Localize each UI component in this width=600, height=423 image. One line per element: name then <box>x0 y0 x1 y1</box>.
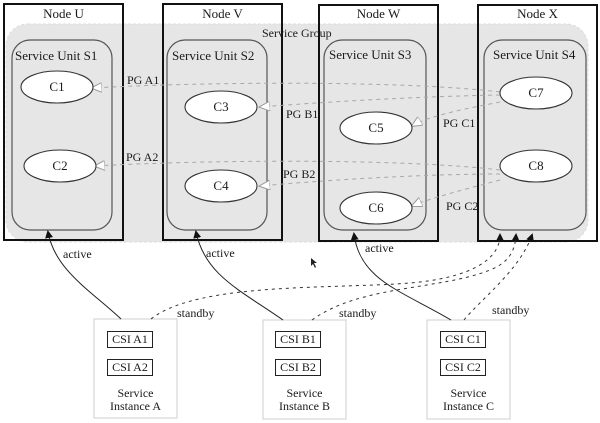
service-unit-s2-box <box>166 39 268 231</box>
component-c5-label: C5 <box>368 120 384 135</box>
csi-b2[interactable]: CSI B2 <box>275 359 321 376</box>
service-unit-s2-label: Service Unit S2 <box>172 48 255 63</box>
pg-a2-label: PG A2 <box>126 150 159 164</box>
mouse-cursor-icon <box>311 258 317 268</box>
node-x-label: Node X <box>517 6 558 21</box>
standby-arrow-a <box>150 233 504 320</box>
component-c1[interactable] <box>20 70 94 104</box>
active-arrow-c <box>350 232 452 321</box>
pg-a1-line <box>92 83 501 92</box>
standby-label-a: standby <box>177 306 215 320</box>
pg-c1-line <box>412 101 501 126</box>
service-group-label: Service Group <box>262 26 332 40</box>
pg-c2-line <box>412 179 501 206</box>
csi-b1[interactable]: CSI B1 <box>275 331 321 348</box>
pg-a1-label: PG A1 <box>127 73 160 87</box>
service-instance-c-title-1: Service <box>450 386 487 400</box>
service-instance-c-title-2: Instance C <box>443 399 494 413</box>
node-v-label: Node V <box>202 6 243 21</box>
component-c2[interactable] <box>23 149 97 183</box>
service-instance-a-title-2: Instance A <box>110 399 161 413</box>
service-unit-s3-box <box>323 39 427 231</box>
pg-b1-label: PG B1 <box>286 107 319 121</box>
component-c7[interactable] <box>499 76 573 110</box>
node-w-label: Node W <box>356 6 401 21</box>
service-unit-s4-label: Service Unit S4 <box>493 47 576 62</box>
standby-arrow-c <box>463 233 534 321</box>
active-arrow-b <box>193 230 284 321</box>
service-unit-s4-box <box>483 39 587 231</box>
standby-label-c: standby <box>492 303 530 317</box>
component-c4[interactable] <box>184 169 258 203</box>
component-c6-label: C6 <box>368 200 384 215</box>
component-c7-label: C7 <box>528 85 544 100</box>
pg-a2-line <box>95 161 501 170</box>
component-c2-label: C2 <box>52 158 68 173</box>
service-instance-a-title-1: Service <box>117 386 154 400</box>
service-unit-s3-label: Service Unit S3 <box>329 47 412 62</box>
pg-c2-label: PG C2 <box>446 199 479 213</box>
csi-c2[interactable]: CSI C2 <box>440 359 486 376</box>
active-arrow-a <box>45 230 122 320</box>
active-label-a: active <box>63 247 92 261</box>
pg-c1-label: PG C1 <box>443 116 476 130</box>
component-c4-label: C4 <box>213 178 229 193</box>
node-v-box <box>162 3 283 241</box>
component-c8-label: C8 <box>528 158 544 173</box>
standby-arrow-b <box>311 233 520 321</box>
component-c3-label: C3 <box>213 99 229 114</box>
component-c6[interactable] <box>339 191 413 225</box>
component-c5[interactable] <box>339 111 413 145</box>
component-c3[interactable] <box>184 90 258 124</box>
csi-a2[interactable]: CSI A2 <box>107 359 153 376</box>
service-instance-b-title-1: Service <box>286 386 323 400</box>
node-u-label: Node U <box>43 6 84 21</box>
service-group-area <box>5 23 589 243</box>
node-w-box <box>318 4 439 242</box>
csi-c1[interactable]: CSI C1 <box>440 331 486 348</box>
active-label-c: active <box>365 241 394 255</box>
service-instance-b-title-2: Instance B <box>279 399 330 413</box>
node-x-box <box>477 4 598 242</box>
service-unit-s1-box <box>11 39 113 231</box>
pg-b2-label: PG B2 <box>283 167 316 181</box>
service-unit-s1-label: Service Unit S1 <box>15 48 98 63</box>
node-u-box <box>3 3 124 241</box>
component-c1-label: C1 <box>49 79 65 94</box>
standby-label-b: standby <box>339 306 377 320</box>
active-label-b: active <box>206 246 235 260</box>
component-c8[interactable] <box>499 149 573 183</box>
csi-a1[interactable]: CSI A1 <box>107 331 153 348</box>
